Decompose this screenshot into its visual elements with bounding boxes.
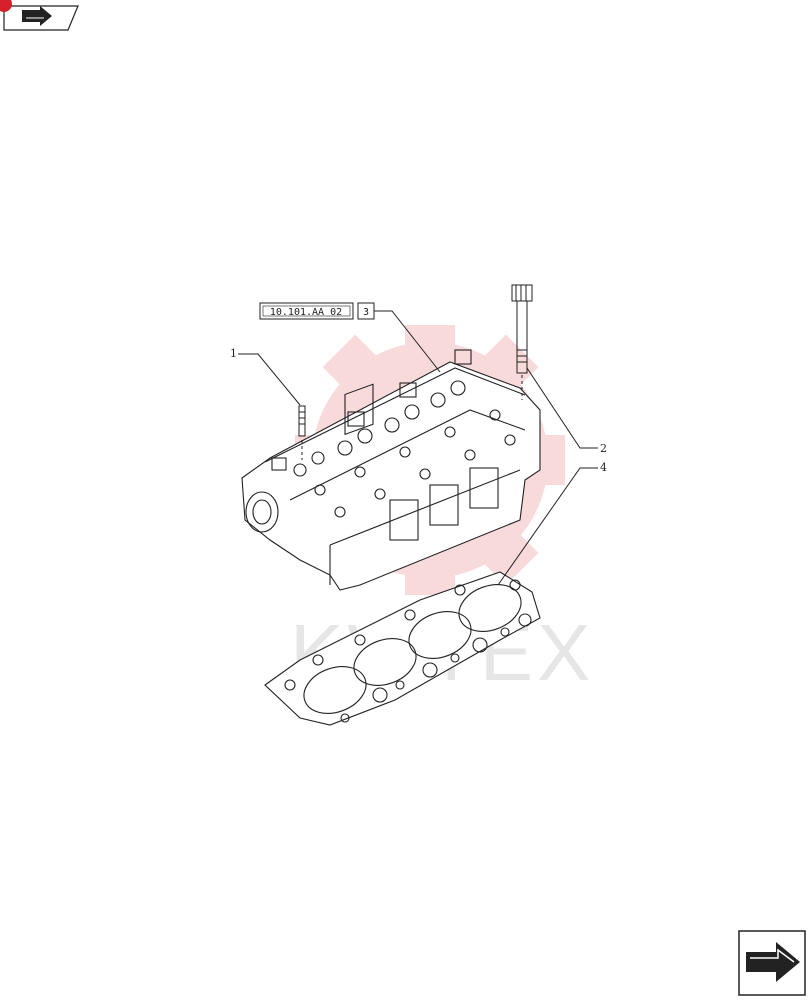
reference-code-text: 10.101.AA 02 [270,307,342,318]
reference-code-label[interactable]: 10.101.AA 02 3 [259,302,375,320]
head-bolt-part [511,284,533,400]
reference-item-number: 3 [363,307,369,318]
callout-2: 2 [600,442,607,455]
callout-4: 4 [600,461,607,474]
status-badge [0,0,12,12]
arrow-right-icon [22,6,52,26]
arrow-right-icon [746,942,800,982]
next-page-button[interactable] [738,930,806,996]
callout-leaders [238,310,598,586]
cylinder-head [241,349,541,591]
callout-1: 1 [230,347,237,360]
previous-page-button[interactable] [0,0,80,32]
stud-part [298,405,306,460]
head-gasket-part [264,571,541,726]
